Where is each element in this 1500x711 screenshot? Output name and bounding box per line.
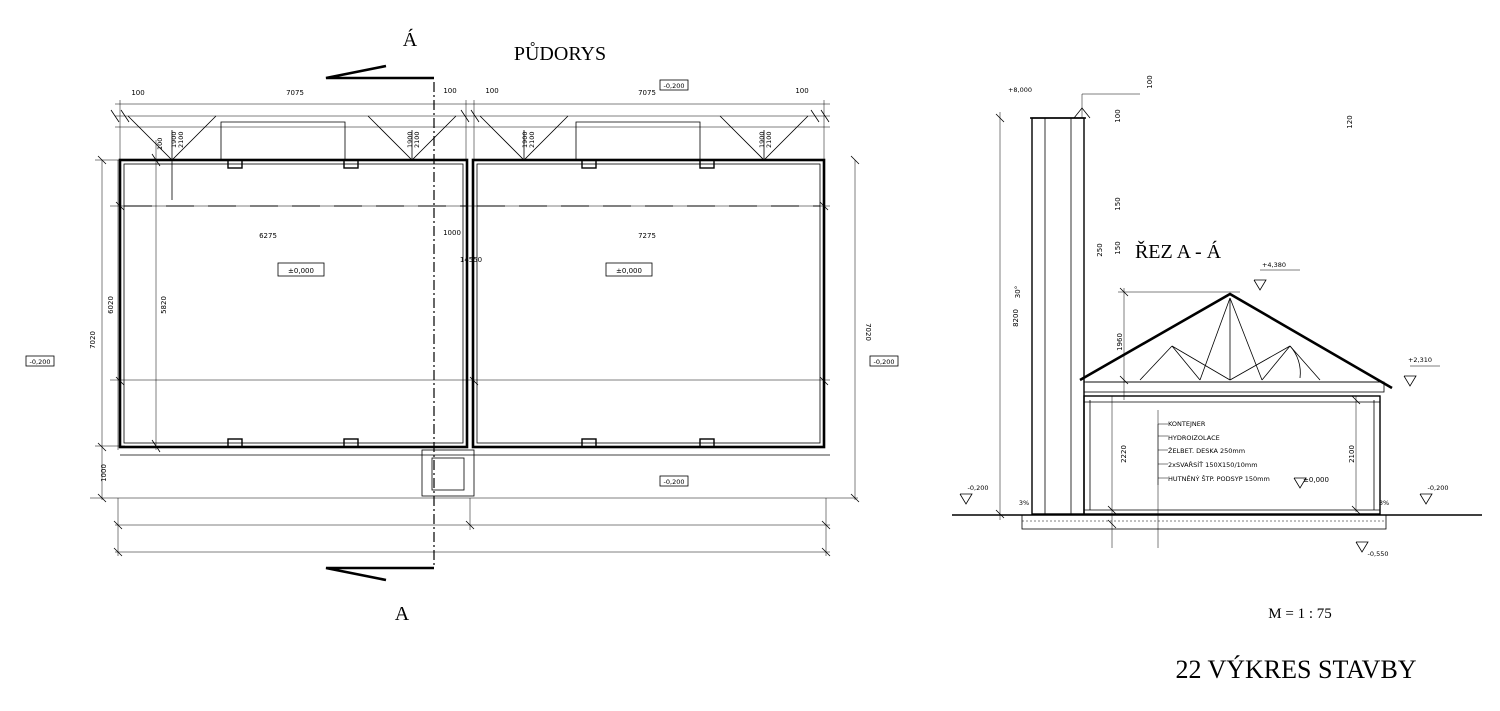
slope-right: 3% (1379, 499, 1389, 507)
layer-3: ŽELBET. DESKA 250mm (1168, 446, 1245, 455)
level-chimney-top: +8,000 (1008, 86, 1032, 94)
dim-250: 250 (1096, 243, 1104, 256)
level-inside-left: ±0,000 (288, 267, 314, 275)
floor-plan: PŮDORYS Á A 100 7075 100 100 7075 100 19… (25, 28, 899, 625)
dim-100b: 100 (1114, 109, 1122, 122)
scale-label: M = 1 : 75 (1268, 606, 1331, 622)
slope-left: 3% (1019, 499, 1029, 507)
dim-100: 100 (1146, 75, 1154, 88)
dim-room-right: 7275 (638, 232, 656, 240)
section-title: ŘEZ A - Á (1135, 240, 1222, 263)
dim-top-1: 100 (131, 89, 144, 97)
dim-30deg: 30° (1014, 286, 1022, 298)
level-eave: +2,310 (1408, 356, 1432, 364)
section-mark-bottom: A (395, 603, 410, 625)
window-dim-b1: 1900 (406, 131, 414, 148)
level-box-inside-right (605, 262, 653, 277)
level-outside-bottom: -0,200 (664, 478, 685, 486)
layer-5: HUTNĚNÝ ŠTP. PODSYP 150mm (1168, 474, 1270, 483)
dim-150b: 150 (1114, 241, 1122, 254)
dim-depth-5820: 5820 (160, 296, 168, 314)
dim-depth-right: 7020 (864, 323, 872, 341)
dim-top-4: 100 (485, 87, 498, 95)
level-ground-right: -0,200 (1428, 484, 1449, 492)
layer-callout: KONTEJNER HYDROIZOLACE ŽELBET. DESKA 250… (1157, 420, 1270, 485)
level-outside-left: -0,200 (30, 358, 51, 366)
window-dim-c2: 2100 (528, 131, 536, 148)
sheet-title: 22 VÝKRES STAVBY (1175, 655, 1416, 684)
level-ground-left: -0,200 (968, 484, 989, 492)
level-box-outside-top (659, 79, 689, 91)
dim-wall-height: 2220 (1120, 445, 1128, 463)
level-box-inside-left (277, 262, 325, 277)
dim-top-2: 7075 (286, 89, 304, 97)
dim-mid-1000: 1000 (443, 229, 461, 237)
dim-depth-6020: 6020 (107, 296, 115, 314)
level-box-outside-right (869, 355, 899, 367)
dim-room-left: 6275 (259, 232, 277, 240)
level-outside-top: -0,200 (664, 82, 685, 90)
dim-chimney-height: 8200 (1012, 309, 1020, 327)
window-dim-c1: 1900 (521, 131, 529, 148)
dim-roof-height: 1960 (1116, 333, 1124, 351)
window-dims: 1900 2100 1900 2100 1900 2100 1900 2100 … (156, 131, 773, 150)
plan-title: PŮDORYS (514, 41, 606, 65)
window-dim-a2: 2100 (177, 131, 185, 148)
window-dim-d2: 2100 (765, 131, 773, 148)
level-foundation: -0,550 (1368, 550, 1389, 558)
dim-inner-height: 2100 (1348, 445, 1356, 463)
layer-1: KONTEJNER (1168, 420, 1206, 428)
dim-total: 14550 (460, 256, 482, 264)
dim-120: 120 (1346, 115, 1354, 128)
window-dim-d1: 1900 (758, 131, 766, 148)
dim-150: 150 (1114, 197, 1122, 210)
level-floor: ±0,000 (1303, 476, 1329, 484)
level-outside-right: -0,200 (874, 358, 895, 366)
level-box-outside-left (25, 355, 55, 367)
dim-top-5: 7075 (638, 89, 656, 97)
dim-top-3: 100 (443, 87, 456, 95)
window-dim-a1: 1900 (170, 131, 178, 148)
layer-4: 2xSVAŘSÍŤ 150X150/10mm (1168, 460, 1258, 469)
window-dim-b2: 2100 (413, 131, 421, 148)
section-mark-top: Á (403, 28, 418, 51)
dim-top-6: 100 (795, 87, 808, 95)
dim-bottom-1000: 1000 (100, 464, 108, 482)
level-inside-right: ±0,000 (616, 267, 642, 275)
level-ridge: +4,380 (1262, 261, 1286, 269)
dim-small-100: 100 (156, 138, 164, 150)
level-box-outside-bottom (659, 475, 689, 487)
dim-depth-7020: 7020 (89, 331, 97, 349)
layer-2: HYDROIZOLACE (1168, 434, 1220, 442)
section-view: ŘEZ A - Á +8,000 +4,380 +2,310 ±0,000 -0… (952, 75, 1482, 558)
